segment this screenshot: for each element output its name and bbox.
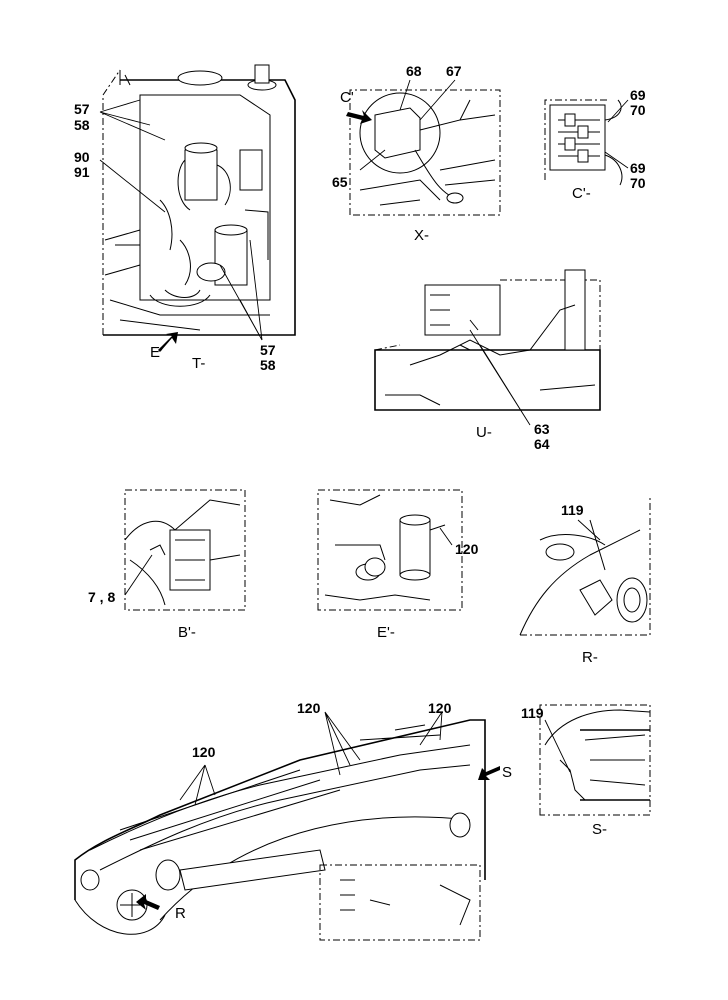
view-u-drawing — [374, 269, 601, 426]
part-number-58-view-t-top: 58 — [74, 117, 90, 133]
view-t-drawing — [99, 64, 296, 352]
view-b-prime-drawing — [124, 489, 246, 611]
view-caption-x: X- — [414, 227, 429, 244]
part-number-69-view-c-top: 69 — [630, 87, 646, 103]
part-number-67-view-x: 67 — [446, 63, 462, 79]
part-number-7-8-view-b: 7 , 8 — [88, 589, 116, 605]
part-number-68-view-x: 68 — [406, 63, 422, 79]
view-boom-drawing — [74, 711, 500, 941]
view-caption-r: R- — [582, 649, 598, 666]
view-caption-s: S- — [592, 821, 607, 838]
part-number-91-view-t: 91 — [74, 164, 90, 180]
part-number-69-view-c-bottom: 69 — [630, 160, 646, 176]
view-x-drawing — [346, 79, 501, 216]
part-number-65-view-x: 65 — [332, 174, 348, 190]
part-number-90-view-t: 90 — [74, 149, 90, 165]
view-e-prime-drawing — [317, 489, 463, 611]
part-number-57-view-t-bottom: 57 — [260, 342, 276, 358]
part-number-120-boom-middle: 120 — [297, 700, 321, 716]
part-number-63-view-u: 63 — [534, 421, 550, 437]
part-number-120-view-e: 120 — [455, 541, 479, 557]
view-r-drawing — [519, 495, 651, 636]
arrow-label-e-prime: E' — [150, 344, 163, 361]
part-number-120-boom-right: 120 — [428, 700, 452, 716]
view-caption-b-prime: B'- — [178, 624, 196, 641]
arrow-label-s: S — [502, 764, 513, 781]
view-caption-e-prime: E'- — [377, 624, 395, 641]
part-number-70-view-c-bottom: 70 — [630, 175, 646, 191]
view-caption-u: U- — [476, 424, 492, 441]
part-number-58-view-t-bottom: 58 — [260, 357, 276, 373]
view-s-drawing — [539, 704, 651, 816]
view-caption-c-prime: C'- — [572, 185, 591, 202]
arrow-label-c-prime: C' — [340, 89, 354, 106]
part-number-64-view-u: 64 — [534, 436, 550, 452]
part-number-119-view-s: 119 — [521, 705, 544, 721]
part-number-70-view-c-top: 70 — [630, 102, 646, 118]
part-number-57-view-t-top: 57 — [74, 101, 90, 117]
view-c-prime-drawing — [544, 99, 629, 186]
view-caption-t: T- — [192, 355, 206, 372]
arrow-label-r: R — [175, 905, 186, 922]
part-number-119-view-r: 119 — [561, 502, 584, 518]
part-number-120-boom-left: 120 — [192, 744, 216, 760]
